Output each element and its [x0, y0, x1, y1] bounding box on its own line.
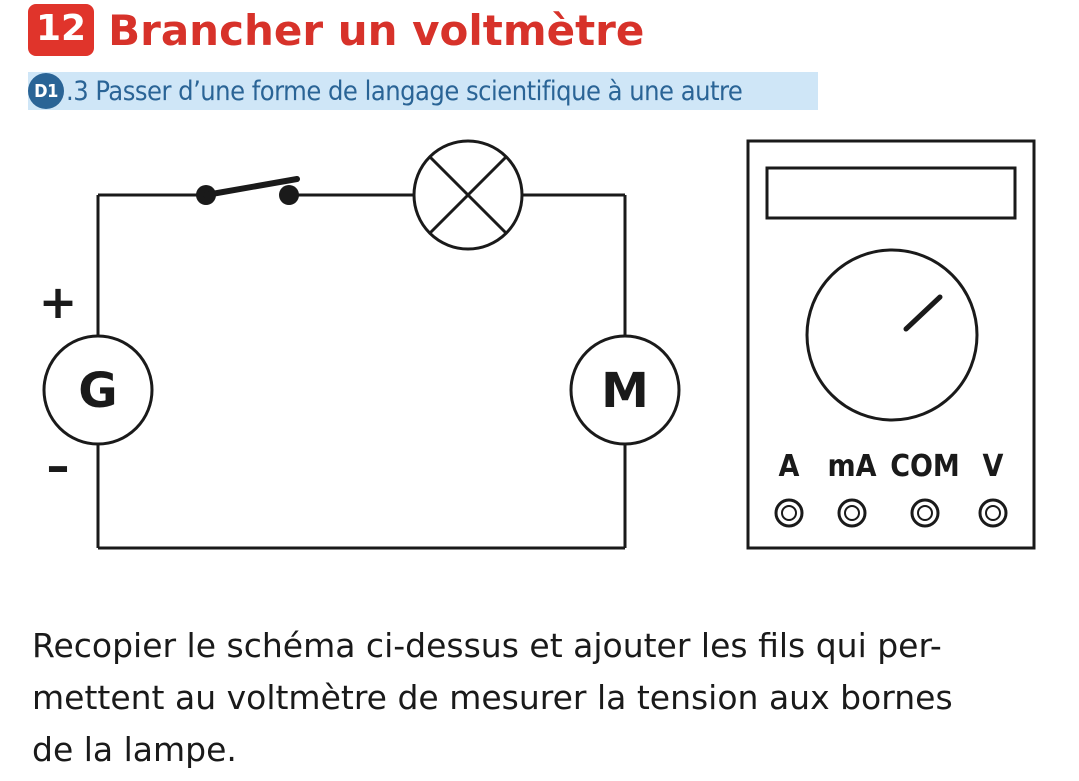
lamp-symbol	[412, 139, 524, 251]
instruction-line-3: de la lampe.	[32, 730, 237, 769]
switch-open	[196, 176, 300, 205]
terminal-ma	[837, 498, 867, 528]
terminal-com	[910, 498, 940, 528]
generator-circle	[42, 334, 154, 446]
switch-contact-right	[279, 185, 299, 205]
motor-circle	[569, 334, 681, 446]
voltmeter-dial	[805, 248, 979, 422]
terminal-label-a: A	[779, 449, 800, 484]
switch-lever	[203, 176, 300, 198]
voltmeter-dial-pointer	[903, 294, 943, 332]
circuit-diagram: G + – M A mA COM V	[39, 139, 1036, 550]
terminal-label-v: V	[983, 449, 1004, 484]
generator-label: G	[78, 363, 117, 419]
exercise-instruction: Recopier le schéma ci-dessus et ajouter …	[32, 620, 1052, 776]
motor-label: M	[601, 363, 649, 419]
instruction-line-2: mettent au voltmètre de mesurer la tensi…	[32, 678, 953, 717]
generator-plus-sign: +	[39, 275, 78, 329]
instruction-line-1: Recopier le schéma ci-dessus et ajouter …	[32, 626, 942, 665]
terminal-label-ma: mA	[827, 449, 876, 484]
exercise-number-badge: 12	[28, 4, 95, 56]
terminal-a	[774, 498, 804, 528]
exercise-title: Brancher un voltmètre	[108, 5, 645, 55]
skill-code-badge: D1	[28, 73, 64, 109]
exercise-header: 12 Brancher un voltmètre	[28, 0, 644, 60]
terminal-v	[978, 498, 1008, 528]
terminal-label-com: COM	[890, 449, 960, 484]
voltmeter: A mA COM V	[746, 139, 1036, 550]
circuit-wires	[96, 193, 627, 550]
motor-symbol: M	[569, 334, 681, 446]
lamp-cross-2	[428, 155, 508, 235]
skill-banner: D1 .3 Passer d’une forme de langage scie…	[28, 72, 818, 110]
voltmeter-display	[765, 166, 1017, 220]
skill-text: .3 Passer d’une forme de langage scienti…	[66, 75, 743, 107]
generator-minus-sign: –	[47, 439, 70, 493]
generator-symbol: G + –	[39, 275, 154, 493]
